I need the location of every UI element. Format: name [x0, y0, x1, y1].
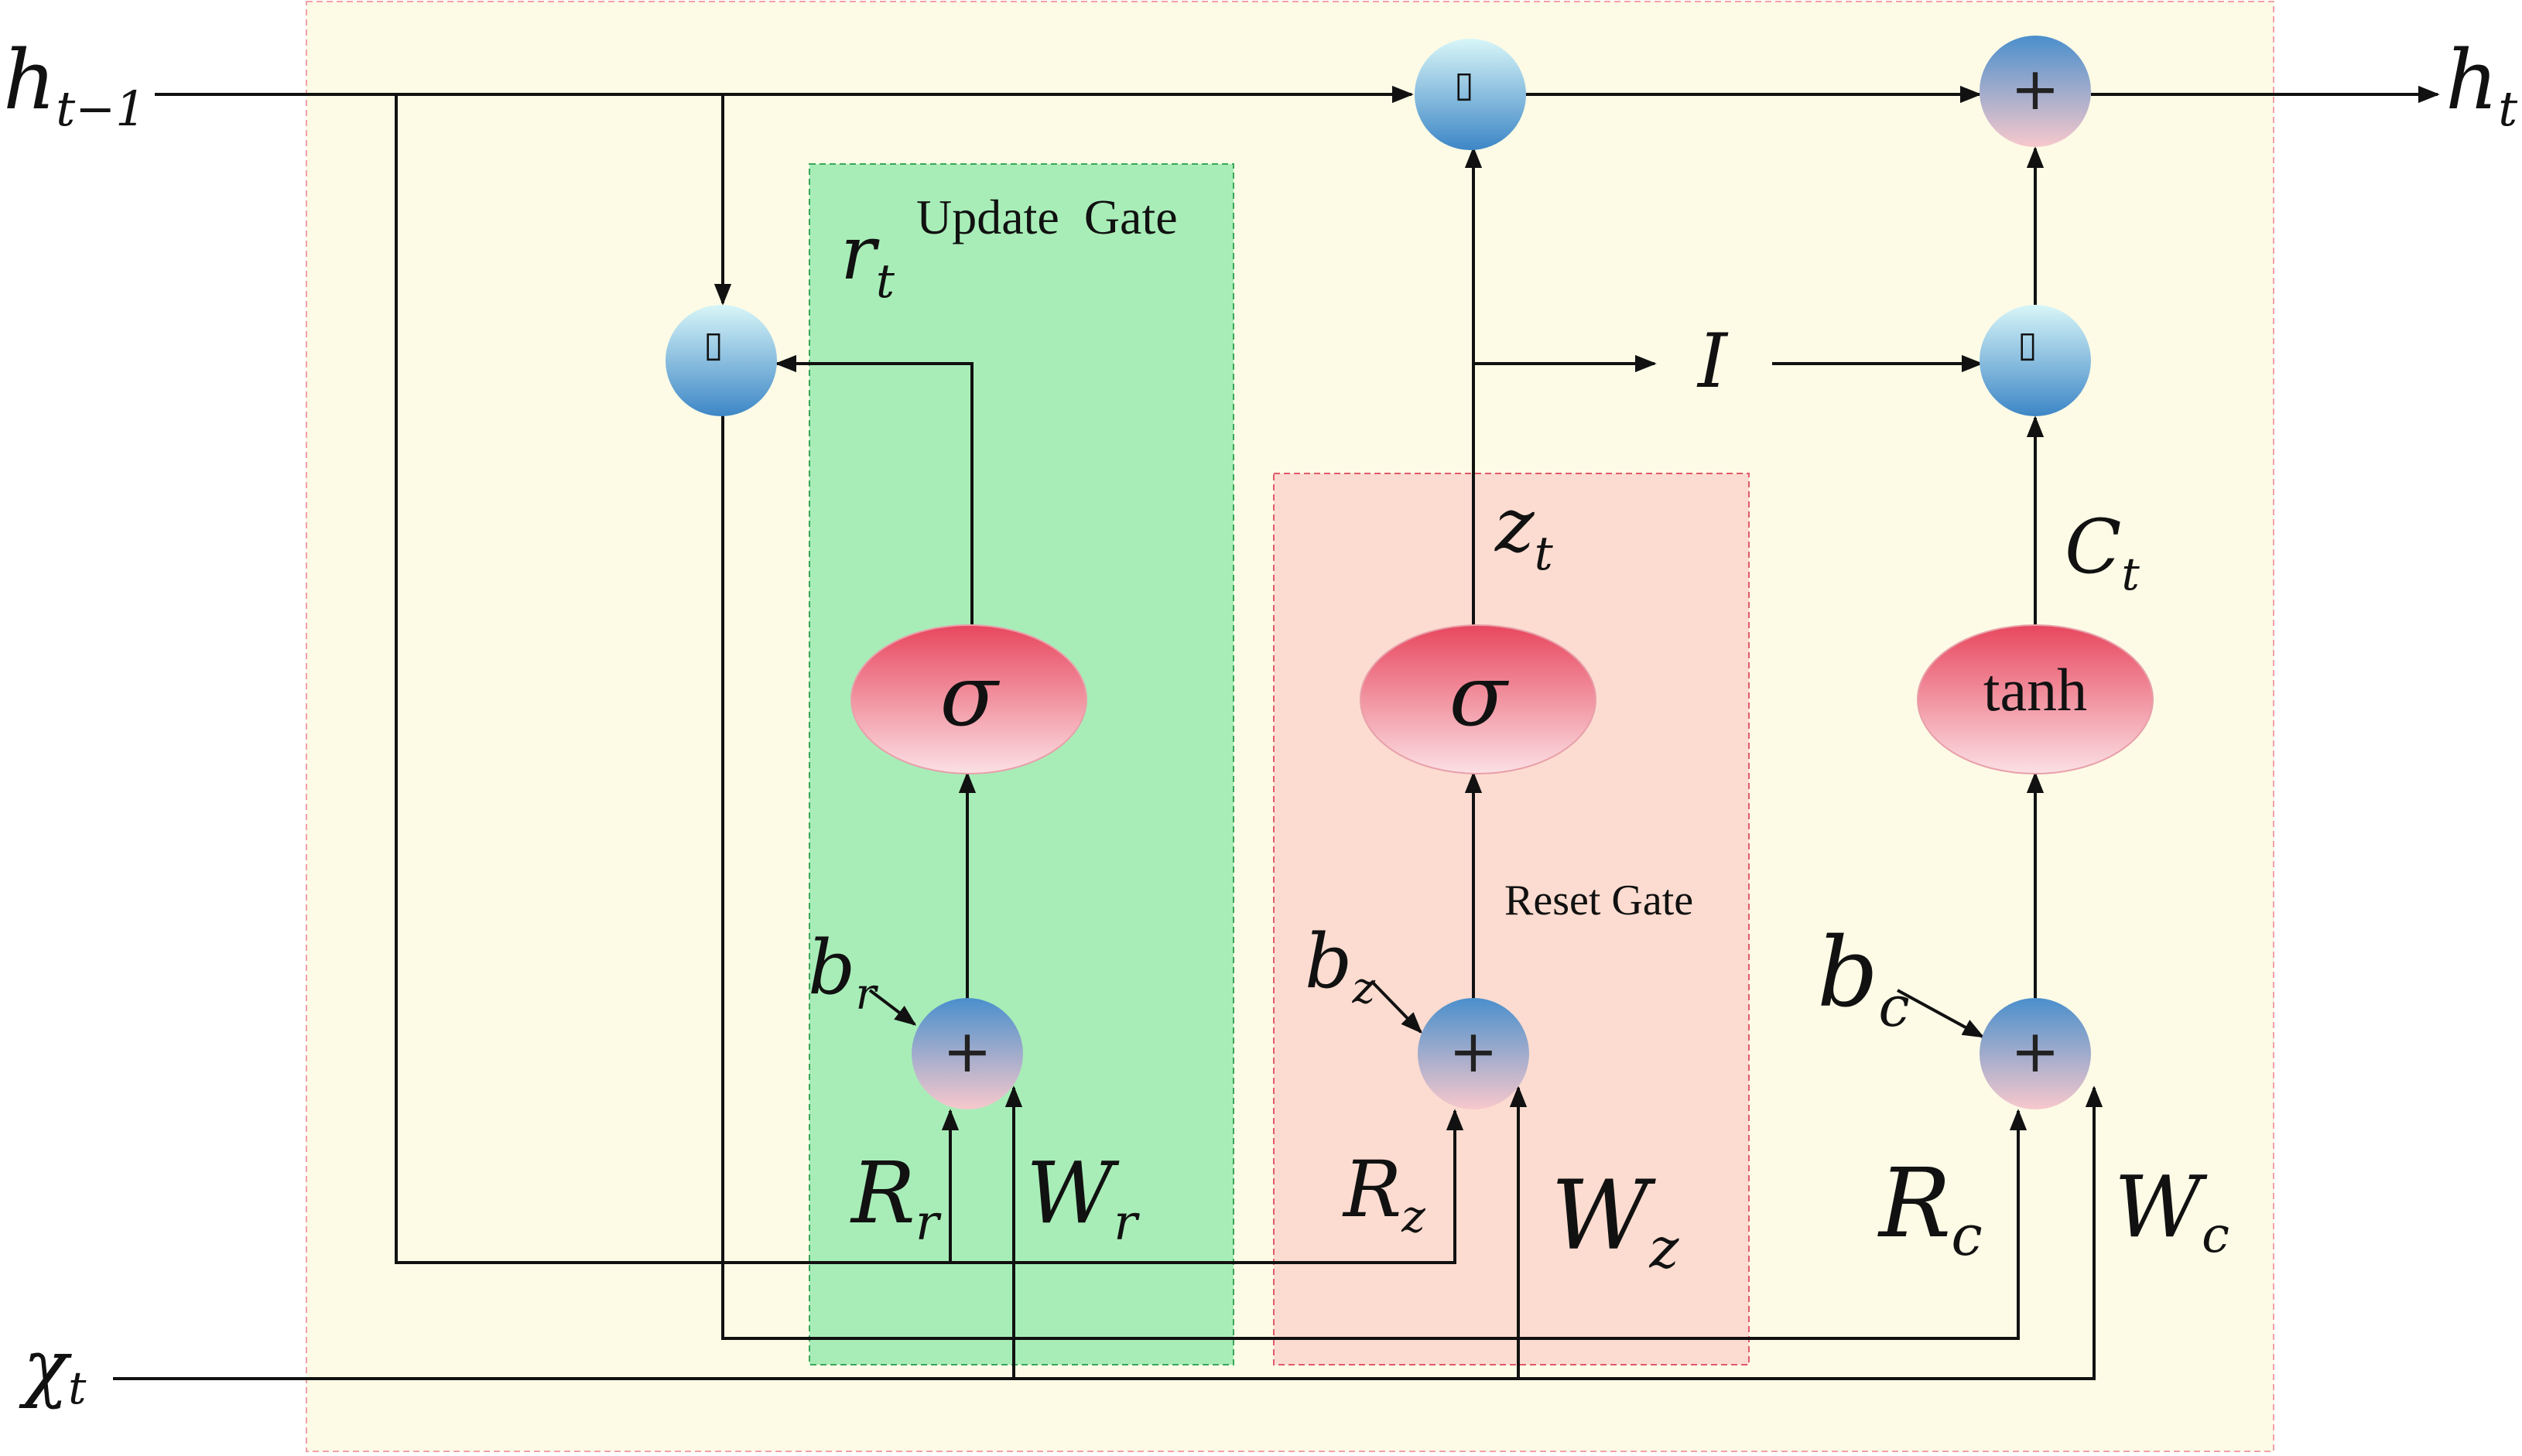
plus-glyph: +: [2010, 1017, 2060, 1085]
b-z-sub: z: [1351, 963, 1375, 1013]
sigma-label: σ: [939, 646, 1000, 745]
multiply-node-right: ▯: [1980, 305, 2091, 416]
h-t-sub: t: [2498, 80, 2517, 137]
W-c-sub: c: [2202, 1207, 2229, 1264]
z-t-label: zt: [1494, 482, 1554, 581]
plus-glyph: +: [943, 1017, 992, 1085]
R-r-sub: r: [915, 1195, 942, 1252]
update-gate-label: Update Gate: [916, 190, 1178, 244]
plus-node-update: +: [912, 998, 1023, 1109]
plus-glyph: +: [2010, 54, 2060, 123]
h-t-label: ht: [2445, 32, 2517, 137]
z-t-sub: t: [1535, 527, 1554, 581]
b-z-label: bz: [1305, 918, 1375, 1013]
W-r-label: Wr: [1026, 1143, 1140, 1252]
c-t-label: Ct: [2065, 504, 2140, 600]
sigma-activation-update: σ: [850, 624, 1087, 774]
h-prev-label: ht−1: [3, 32, 146, 137]
identity-label: I: [1696, 318, 1729, 405]
plus-node-output: +: [1980, 36, 2091, 147]
b-r-sub: r: [855, 969, 878, 1020]
b-c-label: bc: [1817, 918, 1910, 1039]
plus-node-reset: +: [1418, 998, 1529, 1109]
multiply-glyph: ▯: [703, 323, 723, 365]
b-r-label: br: [808, 925, 878, 1020]
wires: [113, 85, 2440, 1380]
multiply-node-left: ▯: [666, 305, 777, 416]
W-c-label: Wc: [2114, 1157, 2229, 1264]
sigma-label: σ: [1449, 646, 1509, 745]
multiply-glyph: ▯: [1454, 63, 1473, 105]
sigma-activation-reset: σ: [1360, 624, 1596, 774]
b-c-sub: c: [1878, 974, 1909, 1039]
plus-node-candidate: +: [1980, 998, 2091, 1109]
c-t-sub: t: [2121, 548, 2140, 600]
W-z-sub: z: [1648, 1215, 1679, 1280]
R-z-label: Rz: [1342, 1144, 1425, 1242]
R-r-label: Rr: [850, 1143, 942, 1252]
multiply-glyph: ▯: [2017, 323, 2037, 365]
R-z-sub: z: [1401, 1190, 1425, 1242]
r-t-label: rt: [840, 210, 895, 309]
x-t-label: χt: [19, 1324, 87, 1414]
r-t-sub: t: [876, 255, 895, 309]
tanh-activation: tanh: [1917, 624, 2154, 774]
R-c-label: Rc: [1877, 1148, 1983, 1268]
plus-glyph: +: [1449, 1017, 1498, 1085]
reset-gate-region: [1273, 473, 1750, 1365]
multiply-node-top: ▯: [1415, 39, 1526, 150]
R-c-sub: c: [1951, 1203, 1982, 1268]
W-z-label: Wz: [1551, 1160, 1679, 1280]
x-t-sub: t: [68, 1362, 87, 1414]
tanh-label: tanh: [1983, 656, 2087, 723]
W-r-sub: r: [1114, 1195, 1140, 1252]
reset-gate-label: Reset Gate: [1504, 877, 1693, 925]
h-prev-sub: t−1: [56, 80, 145, 137]
